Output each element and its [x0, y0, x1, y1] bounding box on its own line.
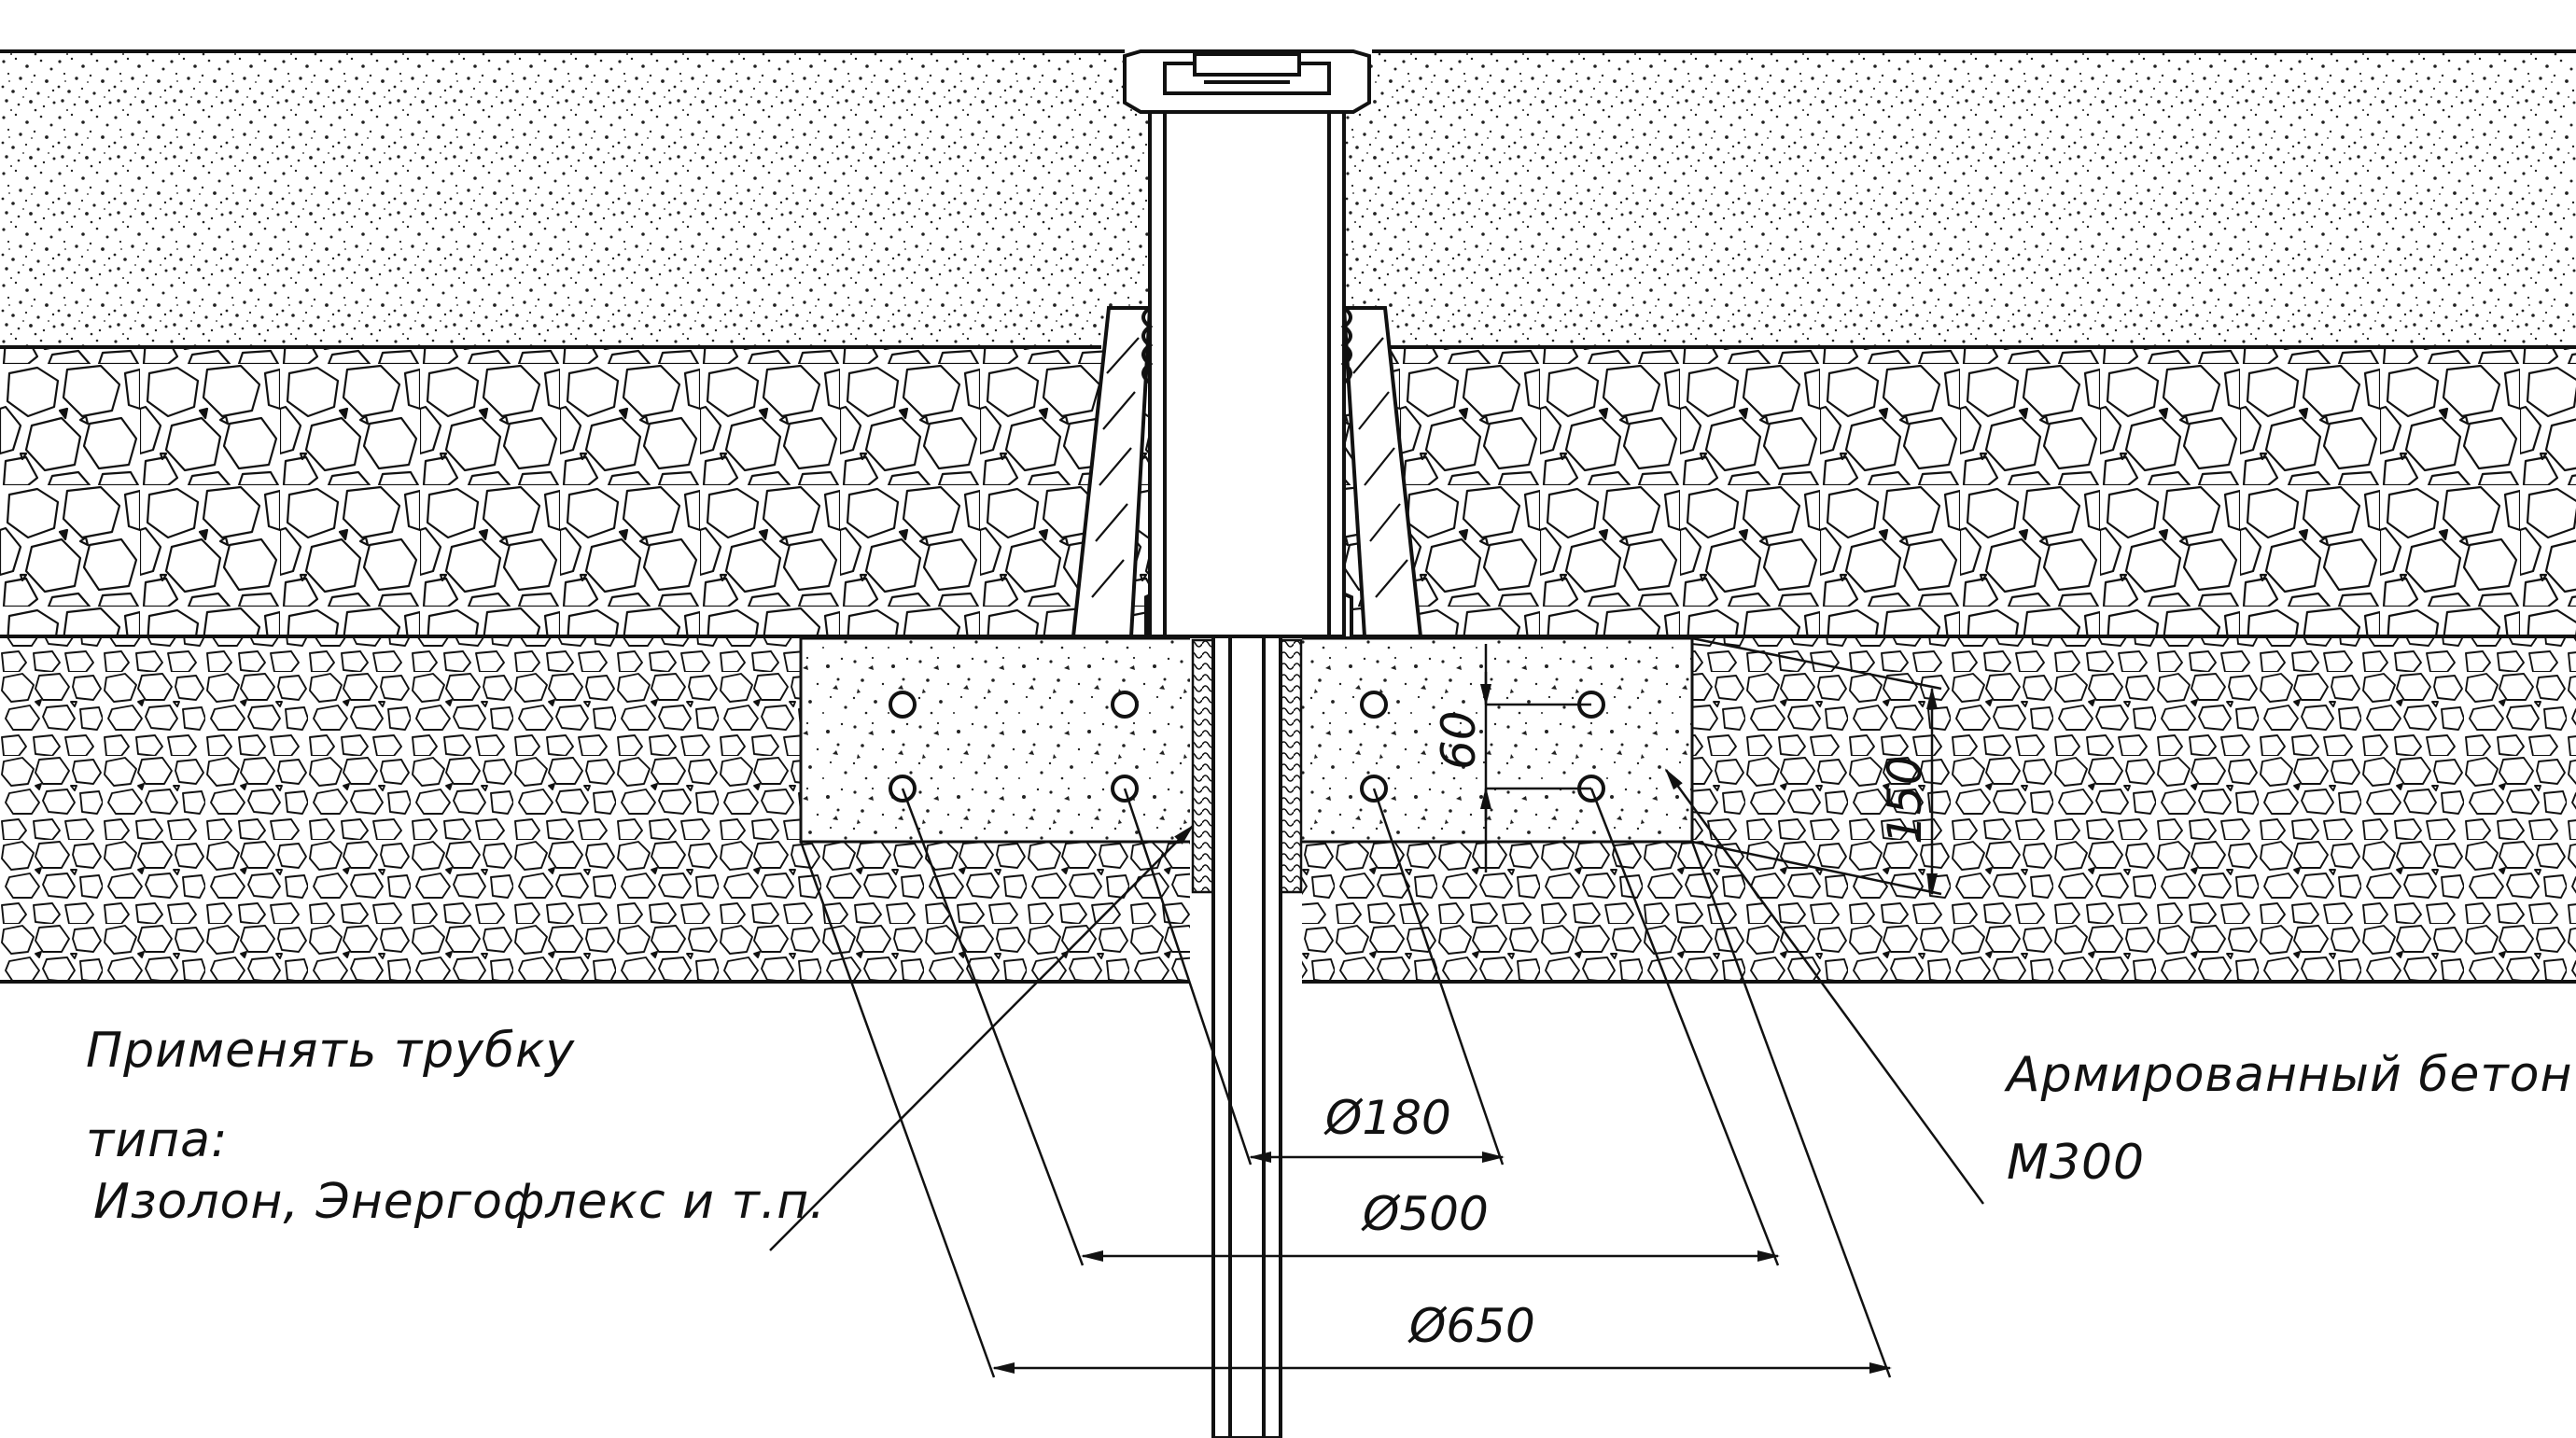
dim-180-label: Ø180 — [1323, 1091, 1451, 1145]
conical-sleeve — [1071, 306, 1423, 638]
concrete-note-line1: Армированный бетон — [2007, 1047, 2573, 1103]
dim-60-label: 60 — [1432, 710, 1486, 770]
rebar — [1360, 691, 1388, 719]
dimension-labels: Ø180 Ø500 Ø650 60 150 — [1323, 710, 1932, 1353]
insulation-tube — [1191, 638, 1303, 894]
rebar — [889, 691, 917, 719]
post-cap — [1123, 49, 1371, 114]
insulation-note-line1: Применять трубку — [86, 1023, 576, 1079]
post-tube — [1141, 101, 1352, 638]
insulation-note-line2: типа: — [86, 1112, 229, 1168]
insulation-note-line3: Изолон, Энергофлекс и т.п. — [93, 1174, 826, 1230]
insulation-leader — [769, 824, 1195, 1251]
concrete-note-line2: М300 — [2007, 1135, 2146, 1191]
dimensions — [769, 636, 1985, 1378]
dim-650-label: Ø650 — [1407, 1299, 1535, 1353]
dim-500-label: Ø500 — [1361, 1187, 1489, 1241]
dim-150-label: 150 — [1878, 756, 1932, 845]
concrete-leader — [1664, 768, 1985, 1205]
rebar — [1111, 691, 1139, 719]
